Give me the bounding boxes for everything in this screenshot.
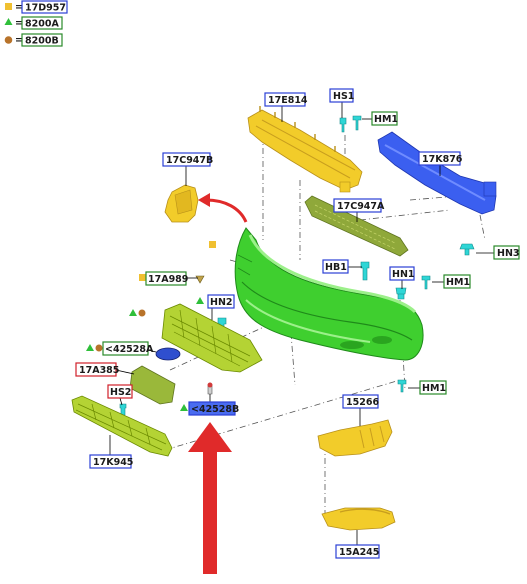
label-hm1-mid[interactable]: HM1 <box>443 274 471 289</box>
label-hs2[interactable]: HS2 <box>107 384 133 399</box>
marker-square-icon <box>139 274 146 281</box>
svg-text:HN3: HN3 <box>497 248 520 259</box>
label-17a989[interactable]: 17A989 <box>139 271 188 286</box>
label-42528a[interactable]: <42528A <box>86 341 154 356</box>
legend-square-icon <box>5 3 12 10</box>
label-17k945[interactable]: 17K945 <box>89 454 133 469</box>
svg-text:=: = <box>15 2 23 13</box>
clip-hs2 <box>119 403 127 416</box>
marker-circle-icon <box>138 309 146 317</box>
reinforcement-beam-part <box>377 131 497 215</box>
clip-hn3 <box>459 243 475 256</box>
legend-triangle-icon <box>4 18 13 25</box>
label-17a385[interactable]: 17A385 <box>75 362 119 377</box>
svg-text:HS2: HS2 <box>110 387 131 398</box>
emblem-part <box>155 347 181 361</box>
svg-text:HN2: HN2 <box>210 297 233 308</box>
clip-hb1 <box>360 261 370 281</box>
label-15a245[interactable]: 15A245 <box>335 544 380 559</box>
label-hm1-low[interactable]: HM1 <box>419 380 447 395</box>
marker-triangle-icon <box>129 309 137 316</box>
pointer-arrow-up <box>188 422 232 574</box>
svg-text:=: = <box>15 18 23 29</box>
label-hn2[interactable]: HN2 <box>196 294 235 309</box>
svg-text:=: = <box>15 35 23 46</box>
leader-lines <box>109 102 494 545</box>
label-hs1[interactable]: HS1 <box>329 88 354 103</box>
clip-hm1-low <box>397 379 407 393</box>
rivet-17a989 <box>195 275 205 284</box>
svg-text:HB1: HB1 <box>325 262 347 273</box>
svg-text:15266: 15266 <box>346 397 379 408</box>
svg-text:17A385: 17A385 <box>79 365 119 376</box>
legend: = 17D957 = 8200A = 8200B <box>4 0 68 47</box>
label-17c947a[interactable]: 17C947A <box>333 198 385 213</box>
clip-hm1-top <box>352 115 362 131</box>
svg-text:HS1: HS1 <box>333 91 354 102</box>
svg-text:17K945: 17K945 <box>93 457 133 468</box>
spoiler-part-15266 <box>317 419 393 457</box>
svg-text:HN1: HN1 <box>392 269 415 280</box>
label-hn3[interactable]: HN3 <box>493 245 520 260</box>
marker-triangle-icon <box>180 404 188 411</box>
marker-triangle-icon <box>86 344 94 351</box>
svg-text:17A989: 17A989 <box>148 274 188 285</box>
svg-text:17E814: 17E814 <box>268 95 308 106</box>
svg-text:<42528A: <42528A <box>105 344 154 355</box>
clip-hm1-mid <box>421 275 431 290</box>
absorber-part <box>304 195 409 257</box>
marker-circle-icon <box>95 344 103 352</box>
svg-text:17K876: 17K876 <box>422 154 463 165</box>
svg-text:HM1: HM1 <box>446 277 470 288</box>
legend-circle-icon <box>4 36 13 44</box>
clips <box>119 115 475 416</box>
svg-text:17C947A: 17C947A <box>337 201 385 212</box>
label-hn1[interactable]: HN1 <box>389 266 415 281</box>
clip-hs1 <box>339 117 347 133</box>
legend-code-17d957: 17D957 <box>25 3 66 14</box>
svg-text:15A245: 15A245 <box>339 547 379 558</box>
marker-triangle-icon <box>196 297 204 304</box>
svg-text:HM1: HM1 <box>422 383 446 394</box>
label-17e814[interactable]: 17E814 <box>264 92 308 107</box>
spoiler-part-15a245 <box>321 507 396 531</box>
plate-part <box>129 365 176 405</box>
bumper-cover-part <box>234 227 424 361</box>
upper-bracket-part <box>247 106 363 193</box>
markers-upper-grille <box>129 309 146 317</box>
label-17k876[interactable]: 17K876 <box>418 151 463 166</box>
lower-grille-part <box>71 395 173 457</box>
legend-code-8200a: 8200A <box>25 19 59 30</box>
material-marker-square <box>209 241 216 248</box>
label-hb1[interactable]: HB1 <box>322 259 349 274</box>
part-labels: 17E814 HS1 HM1 17C947B 17K876 17C947A HN… <box>75 88 520 559</box>
clip-hn1 <box>395 287 407 300</box>
side-bracket-part <box>164 184 199 223</box>
upper-grille-part <box>161 303 263 373</box>
legend-code-8200b: 8200B <box>25 36 59 47</box>
label-hm1-top[interactable]: HM1 <box>371 111 398 126</box>
label-17c947b[interactable]: 17C947B <box>162 152 213 167</box>
svg-text:17C947B: 17C947B <box>166 155 213 166</box>
label-15266[interactable]: 15266 <box>342 394 379 409</box>
screw-42528b <box>207 382 213 395</box>
svg-text:<42528B: <42528B <box>191 404 239 415</box>
svg-text:HM1: HM1 <box>374 114 398 125</box>
pointer-arrow-curved <box>198 193 248 223</box>
label-42528b[interactable]: <42528B <box>180 401 239 416</box>
